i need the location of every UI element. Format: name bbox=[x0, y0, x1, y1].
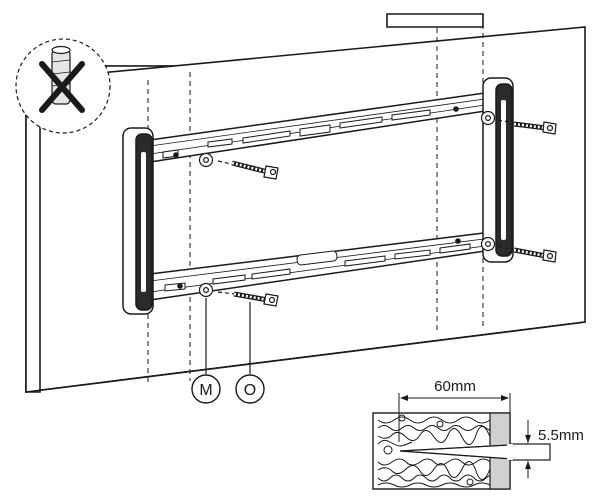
drill-depth-detail: 60mm 5.5mm bbox=[372, 378, 584, 490]
depth-label: 60mm bbox=[434, 378, 476, 395]
lag-bolts bbox=[217, 119, 557, 307]
bolt-top-left bbox=[217, 160, 279, 180]
bracket-right-end bbox=[482, 77, 514, 263]
anchor-crossed-out-icon bbox=[15, 38, 111, 134]
bolt-bottom-left bbox=[217, 291, 279, 307]
callout-m: M bbox=[191, 298, 221, 404]
wall-bracket bbox=[122, 77, 514, 315]
hole-diameter-label: 5.5mm bbox=[538, 427, 584, 444]
bolt-bottom-right bbox=[497, 245, 557, 263]
wall bbox=[25, 13, 586, 393]
bracket-left-end bbox=[122, 127, 154, 315]
callout-o-label: O bbox=[244, 382, 256, 399]
callout-o: O bbox=[235, 302, 265, 404]
washers bbox=[173, 106, 496, 298]
callout-m-label: M bbox=[199, 382, 212, 399]
bolt-top-right bbox=[497, 119, 557, 135]
top-rail-slots bbox=[162, 109, 431, 159]
